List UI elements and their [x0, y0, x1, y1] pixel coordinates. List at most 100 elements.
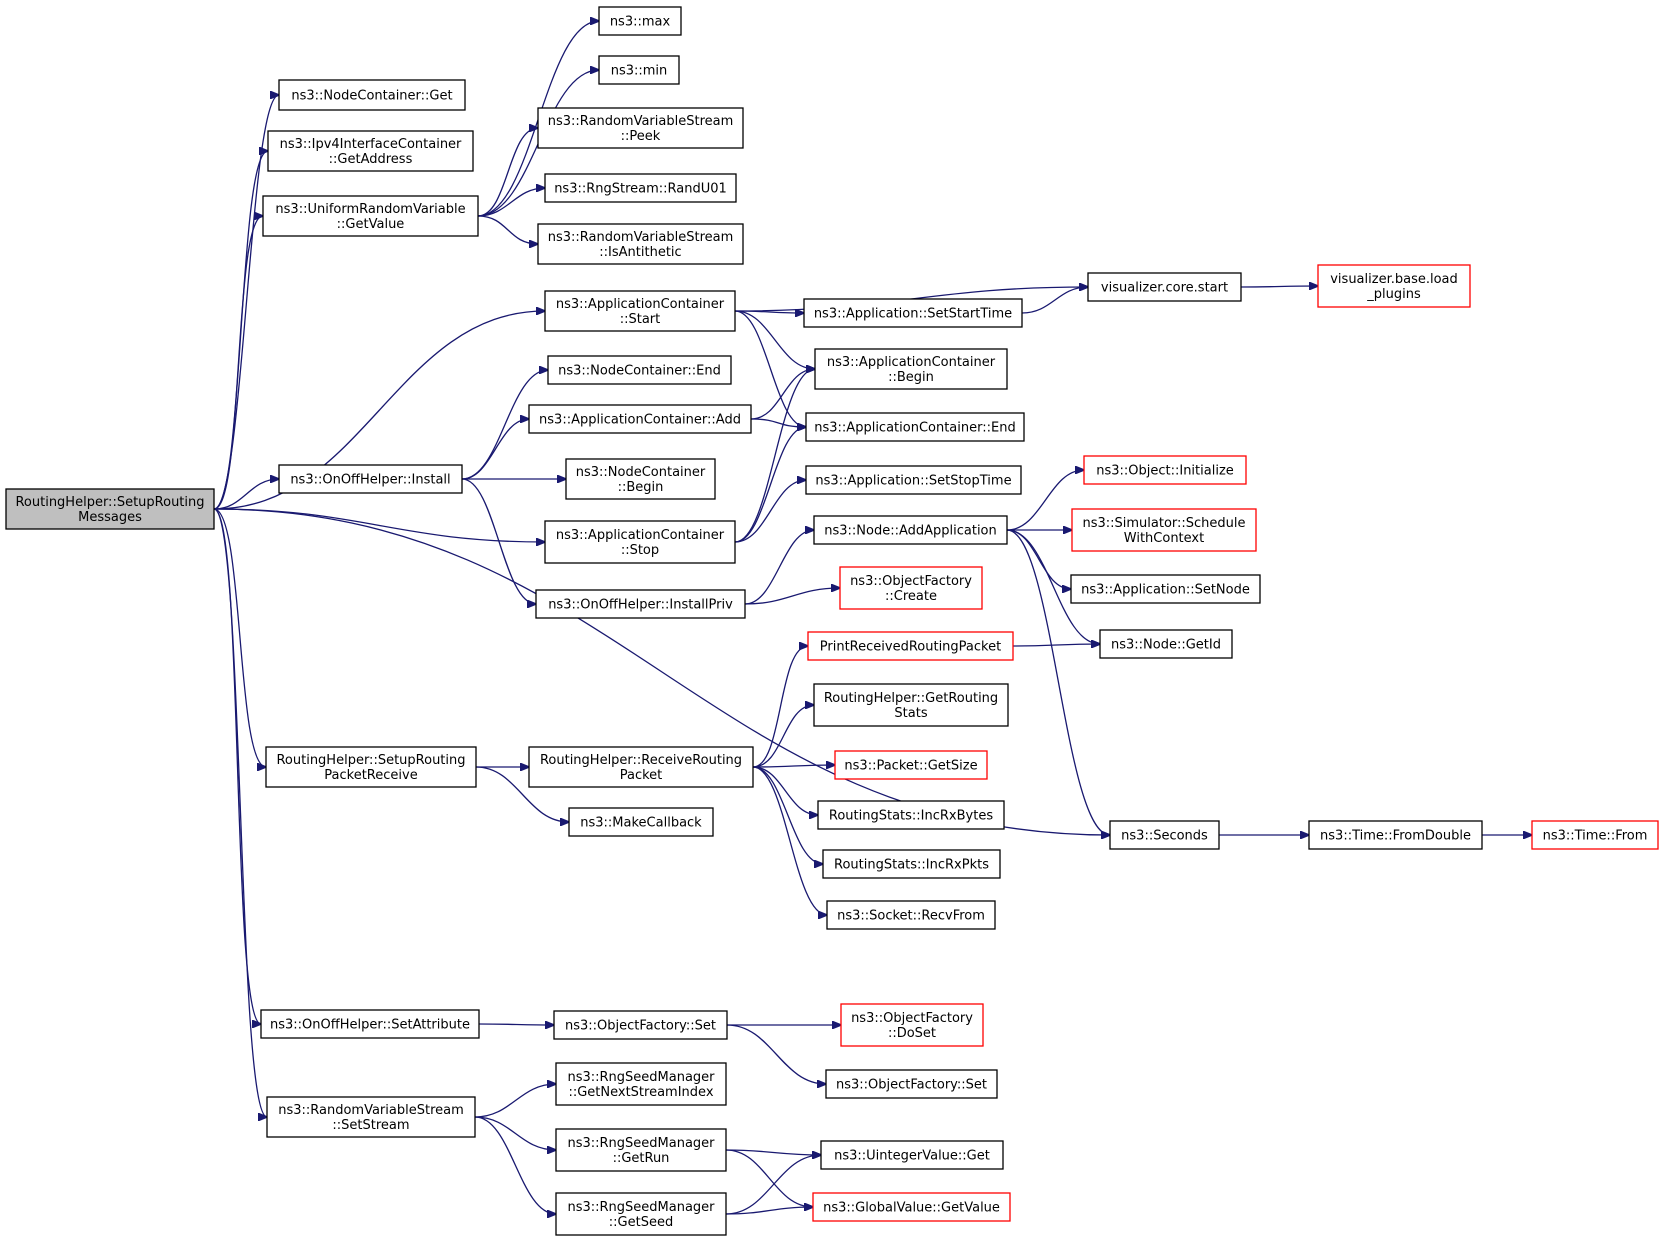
edge-urv_getvalue-to-rvs_peek	[477, 128, 538, 217]
node-label: ns3::NodeContainer::Get	[291, 89, 452, 104]
node-label: PrintReceivedRoutingPacket	[820, 640, 1001, 655]
node-visualizer-core-start[interactable]: visualizer.core.start	[1087, 272, 1242, 302]
node-box	[267, 130, 474, 172]
node-ns3-onoffhelper-install[interactable]: ns3::OnOffHelper::Install	[278, 464, 463, 494]
node-box	[265, 746, 477, 788]
node-ns3-max[interactable]: ns3::max	[598, 6, 682, 36]
node-box	[814, 348, 1008, 390]
node-ns3-nodecontainer-end[interactable]: ns3::NodeContainer::End	[547, 355, 732, 385]
node-box	[278, 464, 463, 494]
node-box	[1317, 264, 1471, 308]
node-box	[528, 404, 752, 434]
node-ns3-objectfactory-set[interactable]: ns3::ObjectFactory::Set	[553, 1010, 728, 1040]
node-ns3-makecallback[interactable]: ns3::MakeCallback	[568, 807, 714, 837]
node-ns3-min[interactable]: ns3::min	[598, 55, 680, 85]
node-label: visualizer.base.load	[1330, 272, 1458, 287]
edge-onoff_setattr-to-of_set	[478, 1024, 554, 1025]
node-ns3-node-getid[interactable]: ns3::Node::GetId	[1099, 629, 1233, 659]
node-ns3-time-from[interactable]: ns3::Time::From	[1531, 820, 1659, 850]
edge-root-to-onoff_install	[213, 479, 279, 510]
node-ns3-time-fromdouble[interactable]: ns3::Time::FromDouble	[1308, 820, 1483, 850]
node-box	[598, 6, 682, 36]
node-label: ns3::NodeContainer	[576, 465, 706, 480]
edge-ac_stop-to-ac_end	[734, 427, 806, 543]
edge-rvs_setstream-to-rsm_getseed	[474, 1116, 556, 1214]
node-ns3-applicationcontainer-end[interactable]: ns3::ApplicationContainer::End	[805, 412, 1025, 442]
edge-rvs_setstream-to-rsm_getnext	[474, 1084, 556, 1118]
node-label: WithContext	[1124, 531, 1204, 546]
node-ns3-ipv4interfacecontainer-getaddress[interactable]: ns3::Ipv4InterfaceContainer::GetAddress	[267, 130, 474, 172]
node-ns3-application-setstoptime[interactable]: ns3::Application::SetStopTime	[805, 465, 1022, 495]
node-ns3-onoffhelper-installpriv[interactable]: ns3::OnOffHelper::InstallPriv	[535, 589, 746, 619]
node-box	[262, 195, 479, 237]
node-label: ns3::RandomVariableStream	[548, 230, 734, 245]
node-ns3-application-setnode[interactable]: ns3::Application::SetNode	[1070, 574, 1261, 604]
node-label: ns3::Time::From	[1543, 829, 1648, 844]
node-label: ns3::Application::SetStopTime	[815, 474, 1011, 489]
node-label: RoutingStats::IncRxPkts	[834, 858, 989, 873]
node-label: ns3::NodeContainer::End	[558, 364, 721, 379]
node-ns3-socket-recvfrom[interactable]: ns3::Socket::RecvFrom	[826, 900, 996, 930]
node-ns3-node-addapplication[interactable]: ns3::Node::AddApplication	[813, 515, 1008, 545]
node-ns3-randomvariablestream-setstream[interactable]: ns3::RandomVariableStream::SetStream	[266, 1096, 476, 1138]
node-ns3-applicationcontainer-add[interactable]: ns3::ApplicationContainer::Add	[528, 404, 752, 434]
node-box	[817, 800, 1005, 830]
node-visualizer-base-load-plugins[interactable]: visualizer.base.load_plugins	[1317, 264, 1471, 308]
node-routingstats-incrxbytes[interactable]: RoutingStats::IncRxBytes	[817, 800, 1005, 830]
node-ns3-objectfactory-create[interactable]: ns3::ObjectFactory::Create	[839, 566, 983, 610]
node-ns3-object-initialize[interactable]: ns3::Object::Initialize	[1083, 455, 1247, 485]
node-ns3-uniformrandomvariable-getvalue[interactable]: ns3::UniformRandomVariable::GetValue	[262, 195, 479, 237]
node-label: ns3::RandomVariableStream	[278, 1103, 464, 1118]
node-label: PacketReceive	[324, 768, 417, 783]
edge-rh_recv-to-rs_incbytes	[752, 766, 818, 815]
node-label: ns3::Application::SetNode	[1081, 583, 1250, 598]
node-label: ::Stop	[621, 543, 659, 558]
node-ns3-packet-getsize[interactable]: ns3::Packet::GetSize	[834, 750, 988, 780]
node-label: ::GetNextStreamIndex	[568, 1085, 713, 1100]
node-label: ns3::GlobalValue::GetValue	[823, 1201, 1000, 1216]
node-ns3-rngseedmanager-getrun[interactable]: ns3::RngSeedManager::GetRun	[555, 1128, 727, 1172]
node-ns3-applicationcontainer-start[interactable]: ns3::ApplicationContainer::Start	[544, 290, 736, 332]
edge-rsm_getrun-to-gv_getvalue	[725, 1149, 813, 1207]
node-ns3-rngseedmanager-getnextstreamindex[interactable]: ns3::RngSeedManager::GetNextStreamIndex	[555, 1062, 727, 1106]
node-routingstats-incrxpkts[interactable]: RoutingStats::IncRxPkts	[822, 849, 1001, 879]
node-box	[544, 520, 736, 564]
node-box	[1087, 272, 1242, 302]
node-label: ::DoSet	[888, 1026, 936, 1041]
node-ns3-rngstream-randu01[interactable]: ns3::RngStream::RandU01	[544, 173, 737, 203]
node-printreceivedroutingpacket[interactable]: PrintReceivedRoutingPacket	[807, 631, 1014, 661]
edge-rsm_getseed-to-uint_get	[725, 1155, 821, 1215]
node-ns3-application-setstarttime[interactable]: ns3::Application::SetStartTime	[803, 298, 1023, 328]
edge-node_addapp-to-app_setnode	[1006, 529, 1071, 589]
edge-root-to-onoff_setattr	[213, 508, 261, 1024]
node-box	[555, 1192, 727, 1236]
node-ns3-nodecontainer-begin[interactable]: ns3::NodeContainer::Begin	[565, 458, 716, 500]
node-ns3-objectfactory-set[interactable]: ns3::ObjectFactory::Set	[825, 1069, 998, 1099]
node-ns3-nodecontainer-get[interactable]: ns3::NodeContainer::Get	[278, 79, 466, 111]
node-box	[547, 355, 732, 385]
node-label: ::GetSeed	[609, 1215, 673, 1230]
node-ns3-seconds[interactable]: ns3::Seconds	[1109, 820, 1220, 850]
node-ns3-uintegervalue-get[interactable]: ns3::UintegerValue::Get	[820, 1140, 1004, 1170]
node-label: ns3::Packet::GetSize	[844, 759, 977, 774]
node-ns3-onoffhelper-setattribute[interactable]: ns3::OnOffHelper::SetAttribute	[260, 1009, 480, 1039]
edge-onoff_installpriv-to-node_addapp	[744, 530, 814, 605]
node-ns3-applicationcontainer-stop[interactable]: ns3::ApplicationContainer::Stop	[544, 520, 736, 564]
node-box	[1070, 574, 1261, 604]
node-ns3-randomvariablestream-isantithetic[interactable]: ns3::RandomVariableStream::IsAntithetic	[537, 223, 744, 265]
node-box	[840, 1003, 984, 1047]
node-ns3-globalvalue-getvalue[interactable]: ns3::GlobalValue::GetValue	[812, 1192, 1011, 1222]
edge-ac_stop-to-app_setstop	[734, 480, 806, 543]
node-ns3-objectfactory-doset[interactable]: ns3::ObjectFactory::DoSet	[840, 1003, 984, 1047]
edge-rvs_setstream-to-rsm_getrun	[474, 1116, 556, 1150]
node-ns3-applicationcontainer-begin[interactable]: ns3::ApplicationContainer::Begin	[814, 348, 1008, 390]
node-label: ns3::Application::SetStartTime	[814, 307, 1012, 322]
node-ns3-randomvariablestream-peek[interactable]: ns3::RandomVariableStream::Peek	[537, 107, 744, 149]
node-label: ns3::OnOffHelper::InstallPriv	[548, 598, 733, 613]
node-ns3-rngseedmanager-getseed[interactable]: ns3::RngSeedManager::GetSeed	[555, 1192, 727, 1236]
